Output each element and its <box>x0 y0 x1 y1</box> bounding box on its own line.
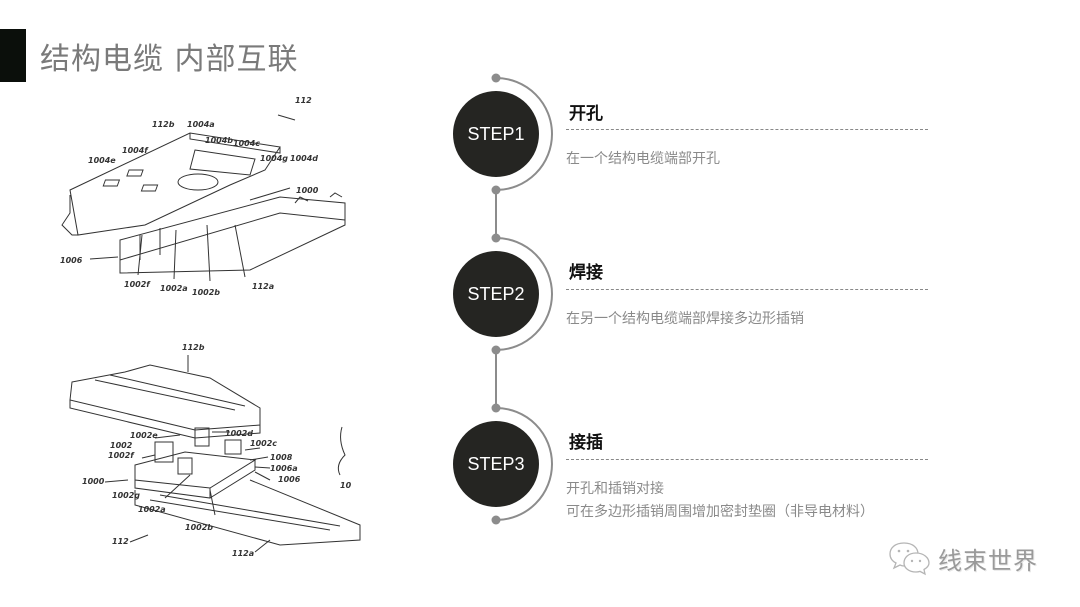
timeline-node <box>491 403 501 413</box>
label-112: 112 <box>295 96 312 105</box>
timeline-node <box>491 73 501 83</box>
step3-title: 接插 <box>569 433 603 453</box>
cable-112b-outline <box>69 364 261 431</box>
label-1002a: 1002a <box>138 505 166 514</box>
watermark: 线束世界 <box>888 540 1038 576</box>
step1-title: 开孔 <box>569 104 603 124</box>
label-112b: 112b <box>152 120 175 129</box>
label-1004g: 1004g <box>260 154 288 163</box>
label-1002f: 1002f <box>108 451 135 460</box>
label-1004c: 1004c <box>233 139 260 148</box>
step3-arc <box>495 407 553 521</box>
label-112b: 112b <box>182 343 205 352</box>
timeline-node <box>491 345 501 355</box>
label-112a: 112a <box>252 282 274 291</box>
label-1006: 1006 <box>278 475 301 484</box>
step1-arc <box>495 77 553 191</box>
label-1000: 1000 <box>296 186 319 195</box>
label-1002g: 1002g <box>112 491 140 500</box>
step2-arc <box>495 237 553 351</box>
step3-badge: STEP3 <box>453 421 539 507</box>
label-1002f: 1002f <box>124 280 151 289</box>
plate-112b-outline <box>69 132 281 236</box>
step2-desc-line: 在另一个结构电缆端部焊接多边形插销 <box>566 311 804 327</box>
title-accent-bar <box>0 29 26 82</box>
label-1008: 1008 <box>270 453 293 462</box>
page-title: 结构电缆 内部互联 <box>40 42 299 77</box>
timeline-node <box>491 233 501 243</box>
step2-description: 在另一个结构电缆端部焊接多边形插销 <box>566 308 804 331</box>
step2-divider <box>566 289 928 290</box>
step1-desc-line: 在一个结构电缆端部开孔 <box>566 151 720 167</box>
step3-desc-line-2: 可在多边形插销周围增加密封垫圈（非导电材料） <box>566 504 874 520</box>
label-10: 10 <box>340 481 352 490</box>
watermark-text: 线束世界 <box>938 546 1038 575</box>
label-1002c: 1002c <box>250 439 277 448</box>
timeline-node <box>491 515 501 525</box>
label-1004b: 1004b <box>205 136 233 145</box>
label-1006: 1006 <box>60 256 83 265</box>
label-1002a: 1002a <box>160 284 188 293</box>
step3-description: 开孔和插销对接 可在多边形插销周围增加密封垫圈（非导电材料） <box>566 478 874 524</box>
wechat-icon <box>889 542 930 576</box>
label-1002d: 1002d <box>225 429 253 438</box>
label-112: 112 <box>112 537 129 546</box>
label-1004e: 1004e <box>88 156 116 165</box>
label-1004f: 1004f <box>122 146 149 155</box>
step1-description: 在一个结构电缆端部开孔 <box>566 148 720 171</box>
timeline-node <box>491 185 501 195</box>
step3-divider <box>566 459 928 460</box>
label-1006a: 1006a <box>270 464 298 473</box>
label-1002e: 1002e <box>130 431 158 440</box>
cable-112a-outline <box>134 479 361 546</box>
step2-title: 焊接 <box>569 263 603 283</box>
label-1002: 1002 <box>110 441 133 450</box>
step1-divider <box>566 129 928 130</box>
label-1002b: 1002b <box>185 523 213 532</box>
patent-figure-top: 112 112b 1004a 1004b 1004c 1004f 1004e 1… <box>60 96 346 297</box>
step1-badge: STEP1 <box>453 91 539 177</box>
label-112a: 112a <box>232 549 254 558</box>
label-1004a: 1004a <box>187 120 215 129</box>
patent-figure-bottom: 112b 1002e 1002d 1002 1002c 1002f 1008 1… <box>69 343 361 558</box>
step3-desc-line-1: 开孔和插销对接 <box>566 481 664 497</box>
label-1004d: 1004d <box>290 154 318 163</box>
label-1002b: 1002b <box>192 288 220 297</box>
label-1000: 1000 <box>82 477 105 486</box>
step2-badge: STEP2 <box>453 251 539 337</box>
